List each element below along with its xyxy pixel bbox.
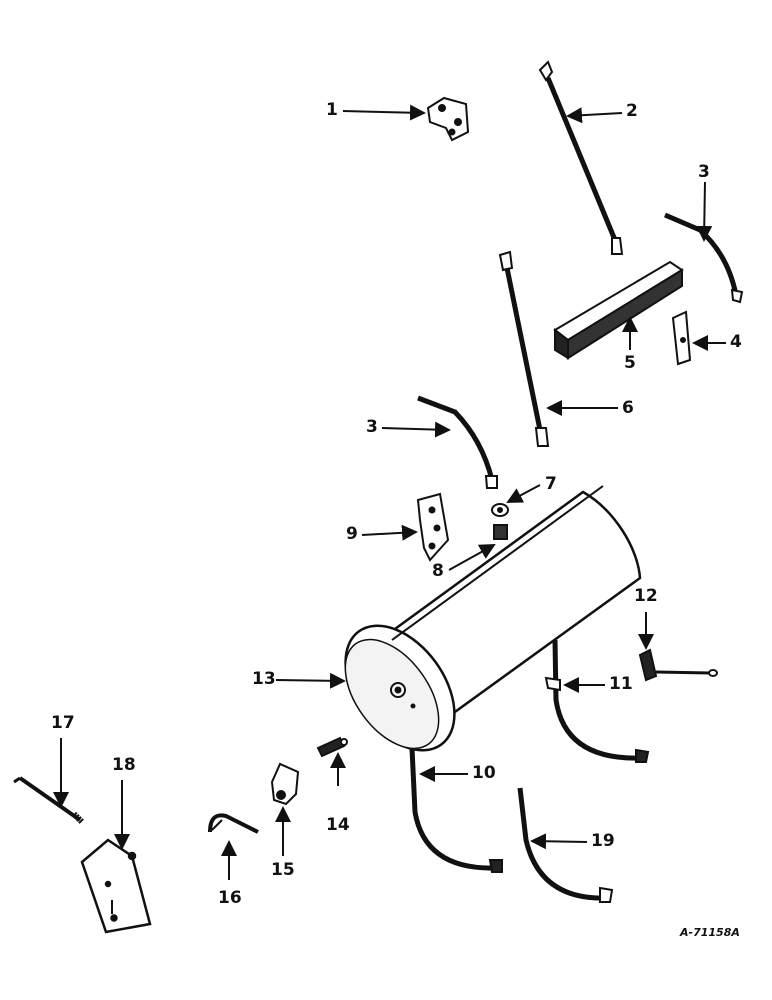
part-17-rod	[13, 776, 85, 825]
part-12-drain	[638, 648, 718, 682]
part-19-strap	[517, 787, 614, 903]
callout-17: 17	[51, 713, 75, 733]
part-9-bracket	[416, 492, 450, 562]
leader-lines	[53, 104, 726, 880]
callout-18: 18	[112, 755, 136, 775]
callout-8: 8	[432, 561, 444, 581]
callout-11: 11	[609, 674, 633, 694]
part-6-rod	[498, 250, 550, 447]
part-2-rod	[538, 60, 624, 255]
callout-13: 13	[252, 669, 276, 689]
callout-16: 16	[218, 888, 242, 908]
callout-5: 5	[624, 353, 636, 373]
callout-2: 2	[626, 101, 638, 121]
callout-10: 10	[472, 763, 496, 783]
callout-12: 12	[634, 586, 658, 606]
callout-3-lower: 3	[366, 417, 378, 437]
callout-6: 6	[622, 398, 634, 418]
callout-7: 7	[545, 474, 557, 494]
part-7-cap	[491, 503, 509, 517]
callout-15: 15	[271, 860, 295, 880]
part-3-strap-lower	[417, 395, 498, 489]
callout-1: 1	[326, 100, 338, 120]
part-5-channel	[553, 260, 684, 360]
callout-4: 4	[730, 332, 742, 352]
part-10-strap	[409, 747, 503, 873]
figure-id: A-71158A	[680, 926, 740, 939]
part-11-strap	[544, 639, 650, 763]
callout-19: 19	[591, 831, 615, 851]
part-18-shield	[80, 838, 152, 934]
part-1-bracket	[426, 96, 470, 142]
part-8-neck	[493, 524, 508, 540]
part-15-bracket	[270, 762, 300, 806]
callout-3-upper: 3	[698, 162, 710, 182]
part-4-bracket	[671, 310, 692, 366]
part-13-tank	[344, 485, 642, 752]
part-16-hook	[208, 813, 259, 834]
callout-14: 14	[326, 815, 350, 835]
part-14-fitting	[316, 736, 348, 758]
callout-9: 9	[346, 524, 358, 544]
